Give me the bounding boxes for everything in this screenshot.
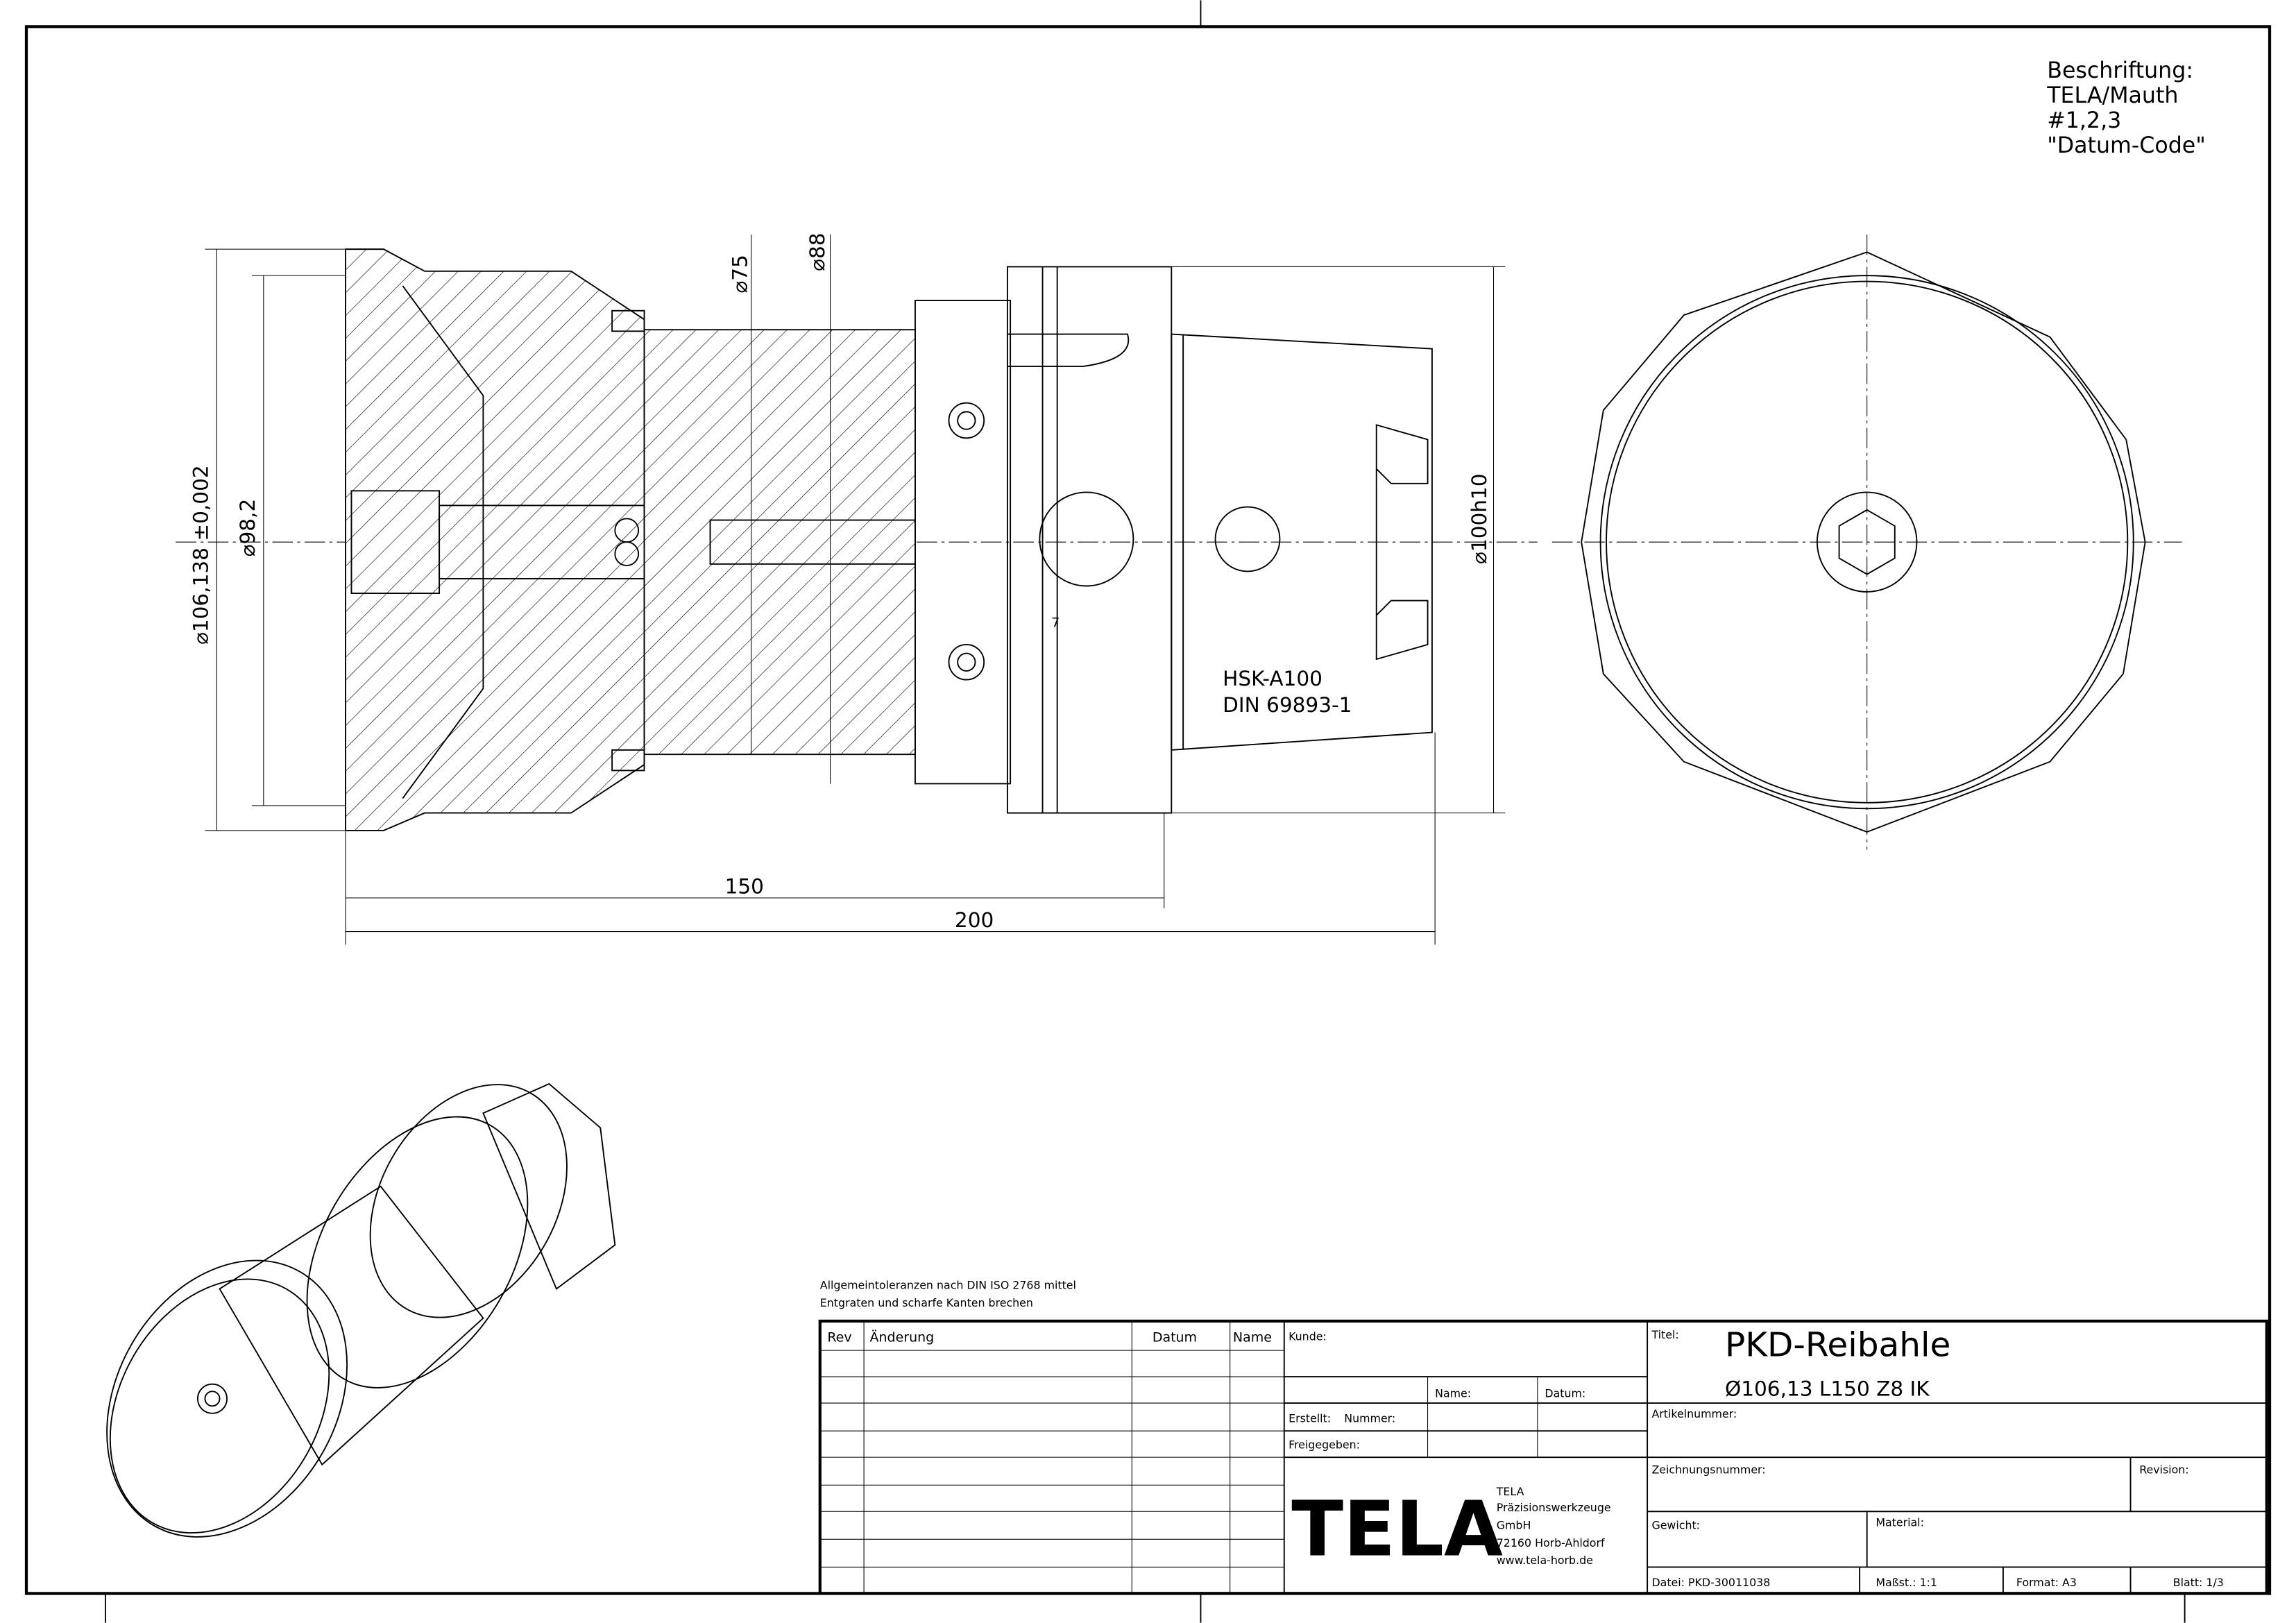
svg-text:Titel:: Titel:	[1651, 1328, 1678, 1341]
svg-text:Datei: PKD-30011038: Datei: PKD-30011038	[1651, 1576, 1770, 1589]
svg-text:⌀75: ⌀75	[728, 255, 751, 293]
revision-table: Rev Änderung Datum Name	[819, 1320, 1285, 1594]
svg-text:"Datum-Code": "Datum-Code"	[2047, 133, 2206, 158]
svg-text:⌀106,138 ±0,002: ⌀106,138 ±0,002	[189, 465, 213, 645]
din-label: DIN 69893-1	[1223, 693, 1352, 717]
svg-text:#1,2,3: #1,2,3	[2047, 108, 2121, 133]
side-section-view: HSK-A100 DIN 69893-1	[176, 248, 1538, 831]
svg-text:Erstellt:: Erstellt:	[1289, 1412, 1331, 1425]
svg-text:Freigegeben:: Freigegeben:	[1289, 1438, 1360, 1451]
svg-text:Name:: Name:	[1435, 1387, 1471, 1400]
svg-text:⌀100h10: ⌀100h10	[1468, 473, 1491, 563]
svg-text:Artikelnummer:: Artikelnummer:	[1651, 1407, 1737, 1420]
svg-text:Maßst.: 1:1: Maßst.: 1:1	[1876, 1576, 1937, 1589]
svg-text:⌀98,2: ⌀98,2	[236, 499, 260, 557]
svg-text:150: 150	[725, 875, 764, 899]
svg-text:TELA: TELA	[1291, 1485, 1503, 1574]
svg-text:Format: A3: Format: A3	[2016, 1576, 2077, 1589]
company-logo: TELA	[1291, 1485, 1503, 1574]
svg-text:TELA: TELA	[1496, 1485, 1524, 1498]
svg-text:Beschriftung:: Beschriftung:	[2047, 58, 2193, 83]
svg-text:⌀88: ⌀88	[806, 232, 829, 271]
svg-text:72160 Horb-Ahldorf: 72160 Horb-Ahldorf	[1497, 1536, 1605, 1549]
svg-text:Präzisionswerkzeuge: Präzisionswerkzeuge	[1497, 1501, 1611, 1514]
svg-text:Blatt: 1/3: Blatt: 1/3	[2173, 1576, 2224, 1589]
svg-text:200: 200	[955, 908, 994, 932]
svg-text:GmbH: GmbH	[1497, 1519, 1531, 1532]
title-block: Rev Änderung Datum Name Kunde: Name: Dat…	[818, 1319, 2268, 1595]
hsk-label: HSK-A100	[1223, 667, 1323, 690]
svg-text:www.tela-horb.de: www.tela-horb.de	[1497, 1554, 1593, 1567]
svg-text:Nummer:: Nummer:	[1344, 1412, 1395, 1425]
svg-text:Revision:: Revision:	[2139, 1463, 2188, 1476]
svg-text:Name: Name	[1233, 1329, 1272, 1345]
svg-text:Material:: Material:	[1876, 1515, 1924, 1529]
svg-text:Datum:: Datum:	[1545, 1387, 1585, 1400]
drawing-title: PKD-Reibahle	[1725, 1326, 1950, 1365]
deburr-note: Entgraten und scharfe Kanten brechen	[820, 1296, 1033, 1309]
svg-text:Gewicht:: Gewicht:	[1651, 1519, 1700, 1532]
svg-text:TELA/Mauth: TELA/Mauth	[2046, 83, 2178, 108]
svg-text:Änderung: Änderung	[870, 1329, 935, 1345]
svg-text:Kunde:: Kunde:	[1289, 1329, 1327, 1343]
dimensions: ⌀106,138 ±0,002 ⌀98,2 ⌀75 ⌀88 ⌀100h10 15…	[189, 232, 1506, 945]
drawing-subtitle: Ø106,13 L150 Z8 IK	[1725, 1377, 1930, 1401]
isometric-view	[106, 1082, 616, 1538]
tolerance-note: Allgemeintoleranzen nach DIN ISO 2768 mi…	[820, 1278, 1076, 1291]
svg-text:Rev: Rev	[827, 1329, 851, 1345]
svg-text:Zeichnungsnummer:: Zeichnungsnummer:	[1651, 1463, 1765, 1476]
lettering-note: Beschriftung: TELA/Mauth #1,2,3 "Datum-C…	[2046, 58, 2206, 158]
svg-text:Datum: Datum	[1153, 1329, 1197, 1345]
end-view	[1551, 235, 2182, 850]
svg-text:7: 7	[1051, 615, 1060, 631]
